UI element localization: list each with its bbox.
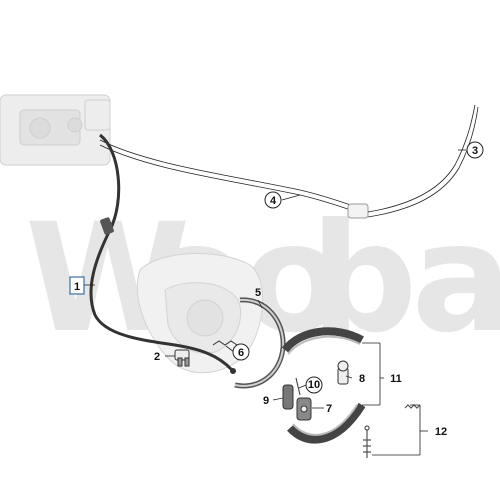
callout-1: 1 bbox=[69, 276, 85, 295]
callout-7: 7 bbox=[326, 403, 332, 415]
return-springs-part-12 bbox=[363, 404, 421, 458]
callout-4: 4 bbox=[264, 191, 282, 209]
svg-text:8: 8 bbox=[359, 373, 365, 385]
svg-text:2: 2 bbox=[154, 351, 160, 363]
svg-text:11: 11 bbox=[390, 373, 402, 385]
svg-text:4: 4 bbox=[270, 195, 277, 207]
svg-text:5: 5 bbox=[255, 287, 261, 299]
callout-8: 8 bbox=[359, 373, 365, 385]
callout-9: 9 bbox=[263, 395, 269, 407]
svg-text:10: 10 bbox=[308, 379, 320, 391]
watermark-logo: W oo ba bbox=[25, 192, 500, 366]
brake-cable-right bbox=[99, 104, 479, 219]
callout-10: 10 bbox=[305, 376, 323, 394]
leader-lines bbox=[84, 149, 466, 456]
svg-text:9: 9 bbox=[263, 395, 269, 407]
callout-2: 2 bbox=[154, 351, 160, 363]
bracket-part-2 bbox=[174, 349, 190, 367]
brake-shoe-upper bbox=[281, 327, 364, 355]
adjuster-part-8 bbox=[337, 360, 349, 385]
ghost-drive-unit bbox=[0, 94, 111, 166]
brake-cable-main bbox=[89, 133, 236, 374]
svg-text:12: 12 bbox=[435, 426, 447, 438]
expander-lever-part-9 bbox=[282, 384, 294, 410]
svg-text:6: 6 bbox=[238, 347, 244, 359]
callout-12: 12 bbox=[435, 426, 447, 438]
expander-part-7 bbox=[296, 397, 312, 421]
callout-5: 5 bbox=[255, 287, 261, 299]
callout-6: 6 bbox=[232, 343, 250, 361]
svg-text:ba: ba bbox=[310, 192, 500, 366]
callout-3: 3 bbox=[466, 141, 484, 159]
spring-part-6 bbox=[212, 340, 238, 346]
svg-text:1: 1 bbox=[74, 281, 80, 293]
svg-text:3: 3 bbox=[472, 145, 478, 157]
callout-11: 11 bbox=[390, 373, 402, 385]
svg-text:7: 7 bbox=[326, 403, 332, 415]
pin-part-10 bbox=[295, 377, 301, 396]
brake-shoe-lower bbox=[287, 402, 366, 444]
